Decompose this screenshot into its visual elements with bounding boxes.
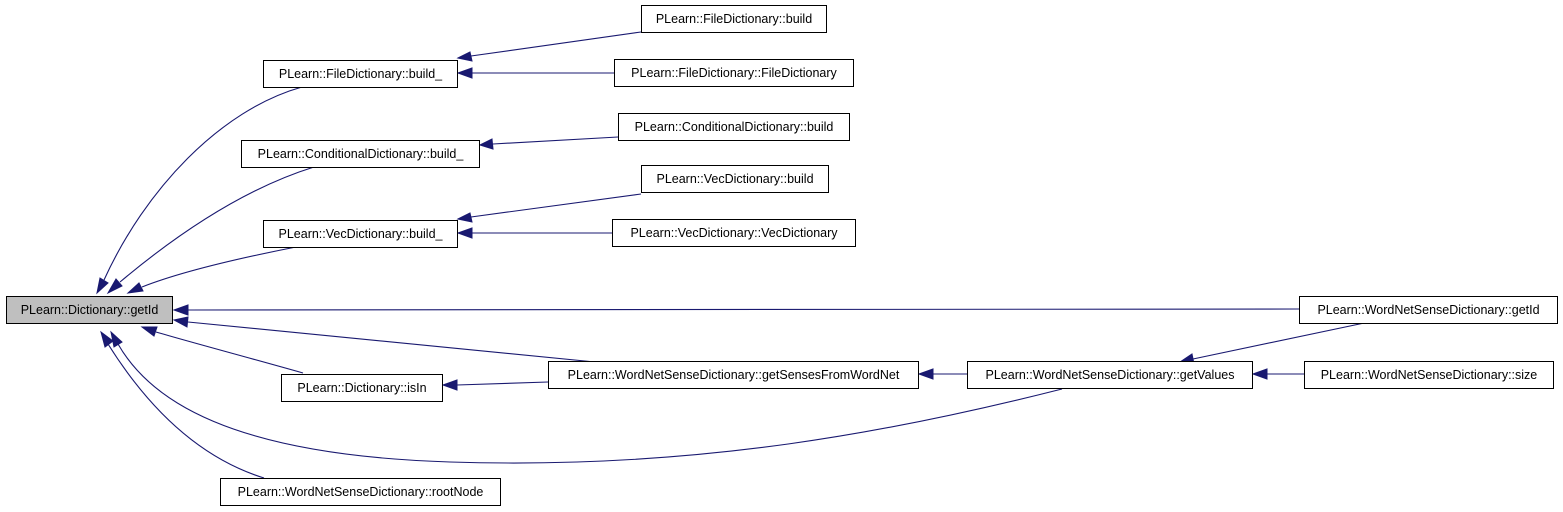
node-dictionary-isin[interactable]: PLearn::Dictionary::isIn (281, 374, 443, 402)
node-vecdictionary-build[interactable]: PLearn::VecDictionary::build (641, 165, 829, 193)
node-label: PLearn::Dictionary::getId (20, 303, 159, 317)
node-label: PLearn::ConditionalDictionary::build (634, 120, 834, 134)
arrow-getid-4 (172, 304, 189, 316)
node-wordnetsensedictionary-getsensesfromwordnet[interactable]: PLearn::WordNetSenseDictionary::getSense… (548, 361, 919, 389)
node-filedictionary-build[interactable]: PLearn::FileDictionary::build (641, 5, 827, 33)
node-wordnetsensedictionary-getvalues[interactable]: PLearn::WordNetSenseDictionary::getValue… (967, 361, 1253, 389)
node-label: PLearn::VecDictionary::build_ (278, 227, 443, 241)
node-label: PLearn::ConditionalDictionary::build_ (257, 147, 464, 161)
node-conditionaldictionary-build[interactable]: PLearn::ConditionalDictionary::build (618, 113, 850, 141)
arrow-wn-getsenses (917, 368, 934, 380)
edge-wn-getvalues-to-getid (117, 343, 1063, 464)
node-label: PLearn::WordNetSenseDictionary::getValue… (985, 368, 1235, 382)
node-filedictionary-constructor[interactable]: PLearn::FileDictionary::FileDictionary (614, 59, 854, 87)
arrow-vd-build-underscore-2 (456, 227, 473, 239)
edge-wn-getsenses-to-getid (187, 321, 596, 363)
arrow-fd-build-underscore-2 (456, 67, 473, 79)
arrow-getid-1 (96, 277, 109, 295)
arrow-cd-build-underscore (478, 138, 494, 150)
arrow-getid-2 (106, 278, 123, 295)
edge-wn-getid-to-wn-getvalues (1192, 321, 1370, 360)
node-label: PLearn::WordNetSenseDictionary::size (1320, 368, 1538, 382)
node-conditionaldictionary-build-underscore[interactable]: PLearn::ConditionalDictionary::build_ (241, 140, 480, 168)
arrow-getid-8 (100, 330, 114, 348)
node-label: PLearn::WordNetSenseDictionary::rootNode (237, 485, 484, 499)
edge-cd-build-to-cd-build-underscore (492, 136, 619, 145)
arrow-getid-5 (172, 316, 189, 328)
arrow-getid-7 (110, 330, 123, 348)
node-label: PLearn::WordNetSenseDictionary::getId (1317, 303, 1540, 317)
node-filedictionary-build-underscore[interactable]: PLearn::FileDictionary::build_ (263, 60, 458, 88)
node-label: PLearn::Dictionary::isIn (297, 381, 427, 395)
node-label: PLearn::VecDictionary::VecDictionary (630, 226, 838, 240)
node-label: PLearn::WordNetSenseDictionary::getSense… (567, 368, 900, 382)
node-wordnetsensedictionary-size[interactable]: PLearn::WordNetSenseDictionary::size (1304, 361, 1554, 389)
edge-wn-getsenses-to-d-isin (456, 381, 549, 386)
edge-cd-build-underscore-to-getid (119, 166, 315, 283)
edge-wn-rootnode-to-getid (107, 343, 265, 479)
edge-vd-build-underscore-to-getid (141, 246, 297, 288)
arrow-getid-6 (140, 326, 158, 337)
edge-fd-build-underscore-to-getid (103, 86, 303, 281)
node-vecdictionary-build-underscore[interactable]: PLearn::VecDictionary::build_ (263, 220, 458, 248)
node-label: PLearn::VecDictionary::build (656, 172, 814, 186)
arrow-fd-build-underscore (456, 51, 473, 62)
edge-d-isin-to-getid (155, 331, 304, 374)
arrow-wn-getvalues-2 (1251, 368, 1268, 380)
arrow-getid-3 (126, 282, 144, 294)
edge-wn-getid-to-getid (187, 308, 1300, 311)
node-vecdictionary-constructor[interactable]: PLearn::VecDictionary::VecDictionary (612, 219, 856, 247)
node-dictionary-getid: PLearn::Dictionary::getId (6, 296, 173, 324)
node-label: PLearn::FileDictionary::build (655, 12, 813, 26)
edge-fd-build-to-fd-build-underscore (470, 31, 642, 57)
arrow-vd-build-underscore (456, 212, 473, 223)
node-wordnetsensedictionary-rootnode[interactable]: PLearn::WordNetSenseDictionary::rootNode (220, 478, 501, 506)
node-label: PLearn::FileDictionary::build_ (278, 67, 443, 81)
arrow-d-isin (441, 379, 458, 391)
node-label: PLearn::FileDictionary::FileDictionary (631, 66, 837, 80)
node-wordnetsensedictionary-getid[interactable]: PLearn::WordNetSenseDictionary::getId (1299, 296, 1558, 324)
edge-vd-build-to-vd-build-underscore (470, 193, 642, 218)
